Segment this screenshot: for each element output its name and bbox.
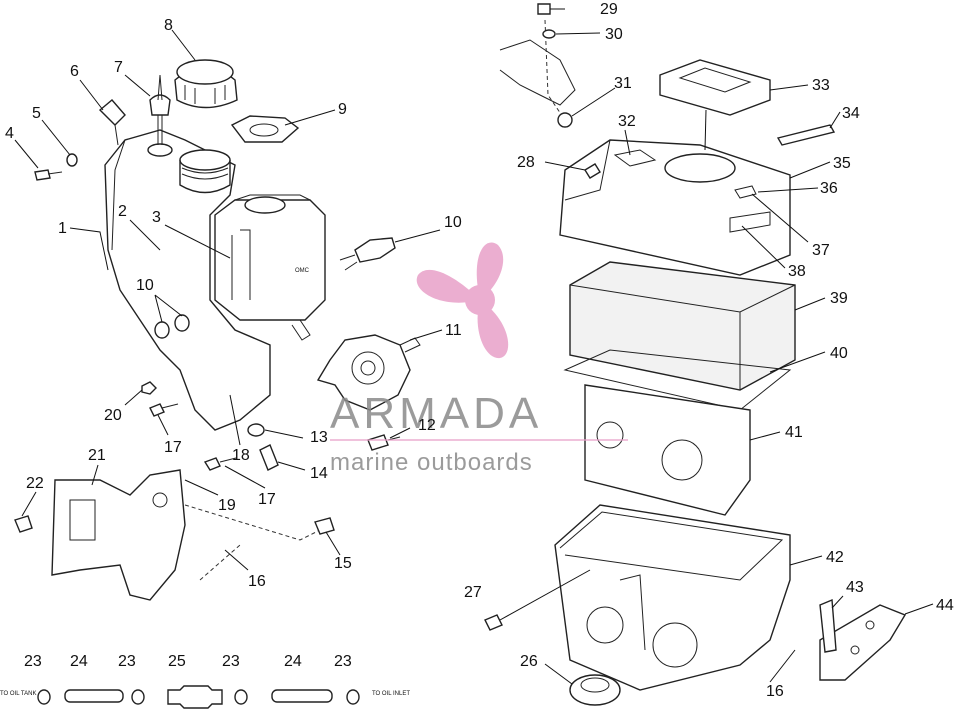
callout-23b: 23 [118, 653, 136, 670]
callout-3: 3 [152, 209, 161, 226]
callout-6: 6 [70, 63, 79, 80]
foam-39 [569, 261, 796, 391]
callout-16a: 16 [248, 573, 266, 590]
callout-31: 31 [614, 75, 632, 92]
bolt-19-17 [203, 457, 237, 471]
bracket-43-44 [819, 598, 907, 681]
callout-13: 13 [310, 429, 328, 446]
callout-9: 9 [338, 101, 347, 118]
callout-24a: 24 [70, 653, 88, 670]
callout-28: 28 [517, 154, 535, 171]
filter-cover-33 [659, 59, 771, 116]
callout-27: 27 [464, 584, 482, 601]
callout-43: 43 [846, 579, 864, 596]
callout-23a: 23 [24, 653, 42, 670]
plug-26 [569, 674, 621, 706]
callout-44: 44 [936, 597, 954, 614]
callout-41: 41 [785, 424, 803, 441]
watermark-brand: ARMADA [330, 389, 542, 438]
watermark-tagline: marine outboards [330, 449, 533, 476]
callout-39: 39 [830, 290, 848, 307]
callout-18: 18 [232, 447, 250, 464]
callout-2: 2 [118, 203, 127, 220]
callout-4: 4 [5, 125, 14, 142]
propeller-logo-icon [416, 242, 509, 359]
callout-35: 35 [833, 155, 851, 172]
callout-1: 1 [58, 220, 67, 237]
callout-10b: 10 [444, 214, 462, 231]
oil-tank-assembly: OMC [104, 129, 326, 431]
fitting-13-14 [247, 423, 279, 471]
callout-25: 25 [168, 653, 186, 670]
callout-7: 7 [114, 59, 123, 76]
grommets-10 [154, 314, 190, 339]
gasket-40 [563, 349, 792, 411]
callout-24b: 24 [284, 653, 302, 670]
callout-23c: 23 [222, 653, 240, 670]
callout-5: 5 [32, 105, 41, 122]
base-plate-41 [584, 384, 751, 516]
label-34 [776, 124, 836, 146]
mounting-bracket [14, 469, 186, 601]
callout-37: 37 [812, 242, 830, 259]
callout-21: 21 [88, 447, 106, 464]
callout-10a: 10 [136, 277, 154, 294]
callout-32: 32 [618, 113, 636, 130]
hose-16-clamp-15 [184, 504, 335, 581]
top-bracket-29-30-31 [499, 3, 576, 128]
callout-42: 42 [826, 549, 844, 566]
silencer-base-42 [554, 504, 791, 691]
nut-20-bolt-17 [141, 381, 179, 417]
callout-19: 19 [218, 497, 236, 514]
note-to-oil-inlet: TO OIL INLET [372, 691, 410, 697]
callout-34: 34 [842, 105, 860, 122]
fitting-10 [339, 237, 396, 271]
leader-lines [14, 8, 934, 685]
note-to-oil-tank: TO OIL TANK [0, 691, 36, 697]
callout-16b: 16 [766, 683, 784, 700]
callout-26: 26 [520, 653, 538, 670]
callout-40: 40 [830, 345, 848, 362]
filler-cap [174, 59, 238, 109]
svg-text:OMC: OMC [295, 268, 310, 274]
oil-pump [316, 334, 421, 411]
callout-33: 33 [812, 77, 830, 94]
callout-12: 12 [418, 417, 436, 434]
dipstick [149, 74, 171, 145]
callout-38: 38 [788, 263, 806, 280]
callout-labels: 1 2 3 4 5 6 7 8 9 10 10 11 12 13 14 15 1… [5, 1, 954, 700]
screw-27 [484, 569, 591, 631]
callout-17b: 17 [258, 491, 276, 508]
silencer-cover [559, 139, 791, 276]
callout-20: 20 [104, 407, 122, 424]
screw-4-washer-5 [34, 153, 78, 181]
callout-8: 8 [164, 17, 173, 34]
gasket-9 [230, 115, 300, 143]
callout-17a: 17 [164, 439, 182, 456]
callout-23d: 23 [334, 653, 352, 670]
armada-watermark: ARMADA marine outboards [330, 242, 628, 476]
callout-30: 30 [605, 26, 623, 43]
hose-kit-row [37, 685, 360, 709]
clip-6 [98, 99, 126, 146]
callout-11: 11 [445, 322, 462, 339]
callout-14: 14 [310, 465, 328, 482]
callout-15: 15 [334, 555, 352, 572]
callout-36: 36 [820, 180, 838, 197]
callout-29: 29 [600, 1, 618, 18]
callout-22: 22 [26, 475, 44, 492]
